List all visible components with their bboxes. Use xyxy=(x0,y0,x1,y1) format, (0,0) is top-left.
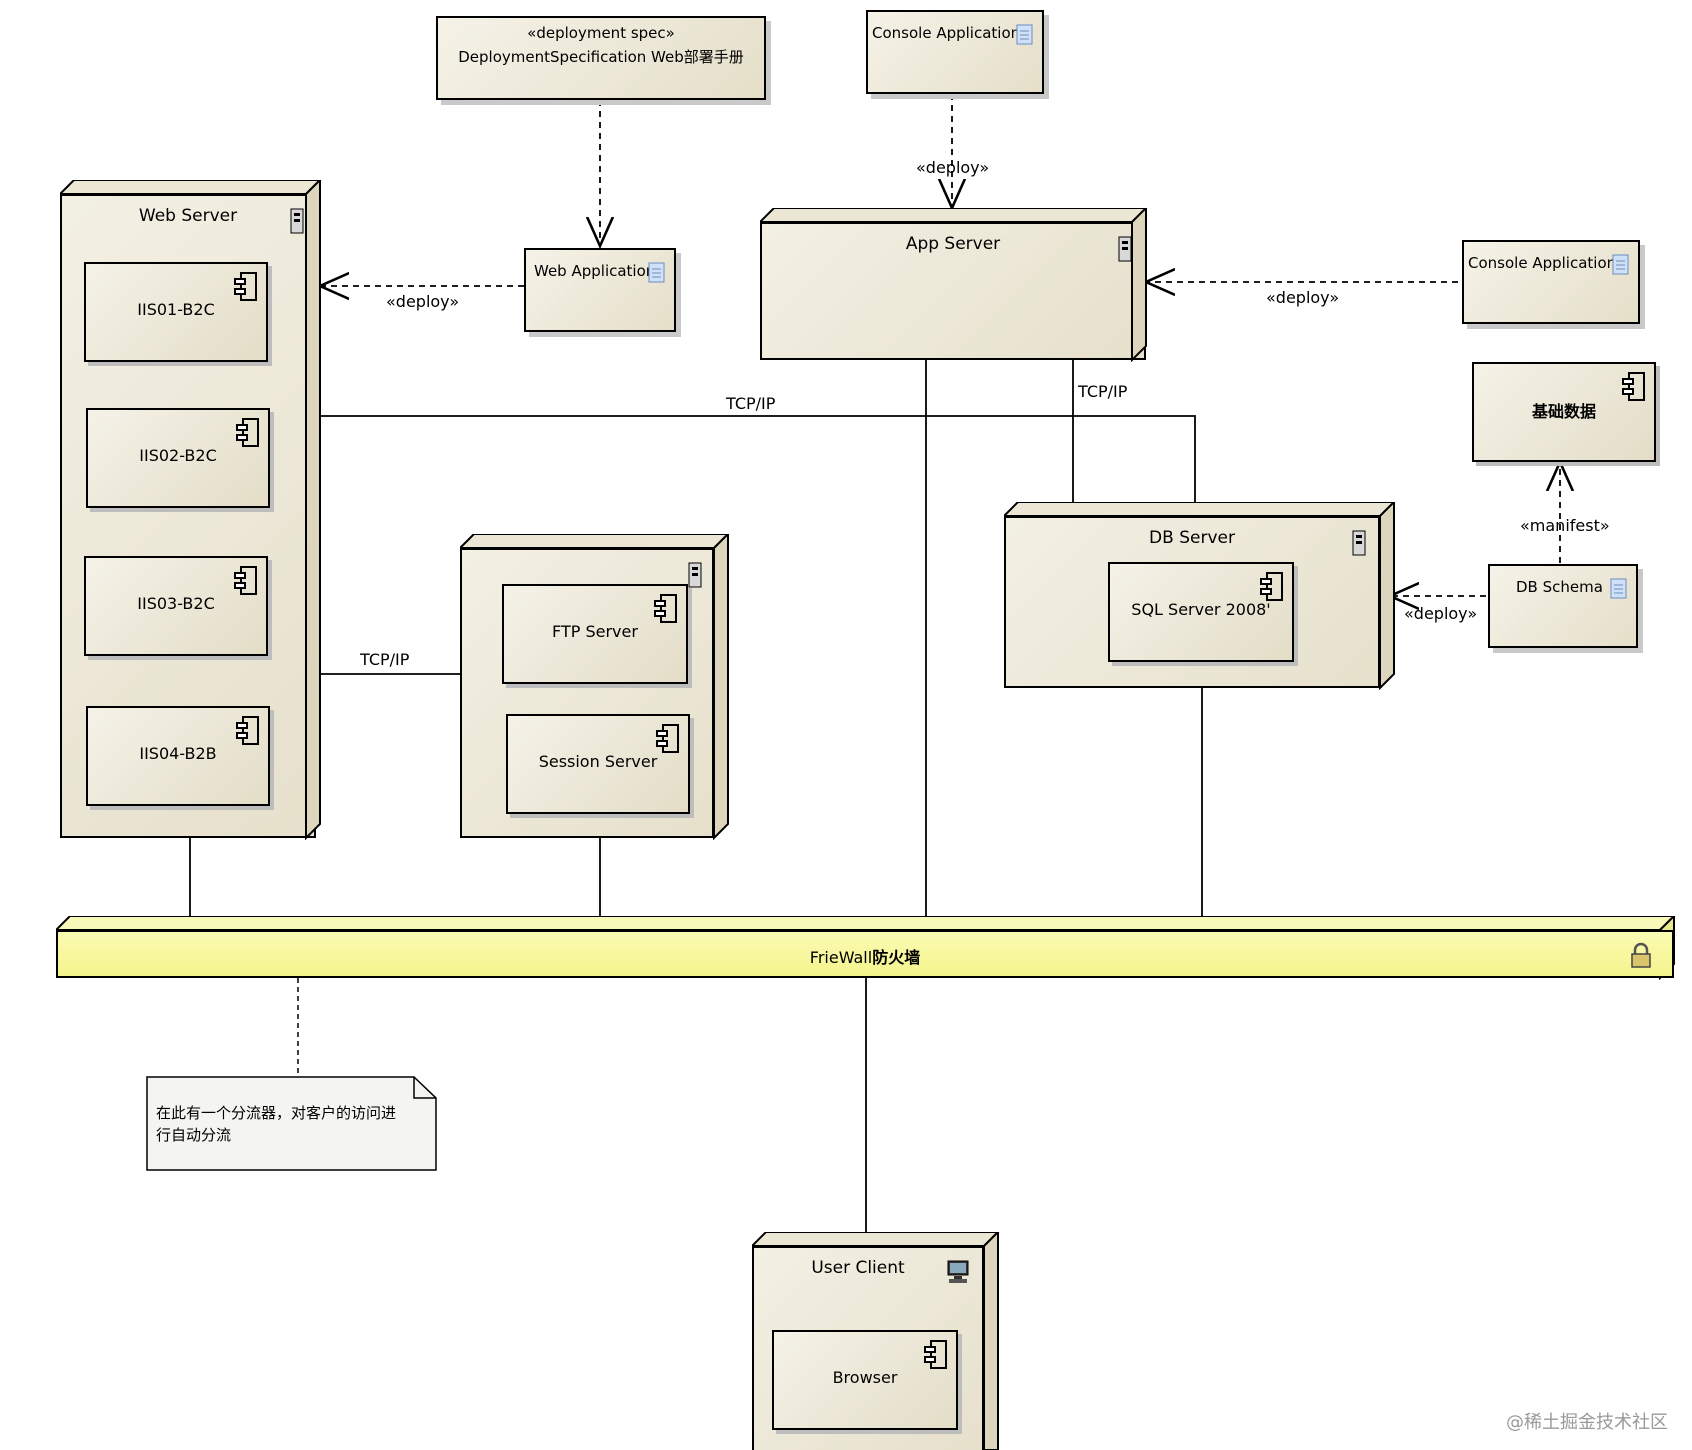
server-icon xyxy=(688,562,702,588)
watermark: @稀土掘金技术社区 xyxy=(1506,1412,1668,1433)
computer-icon xyxy=(947,1260,969,1283)
console-application-top-label: Console Application xyxy=(872,24,1021,42)
component-ftp-server[interactable]: FTP Server xyxy=(502,584,688,684)
tcpip-label-webftp: TCP/IP xyxy=(360,650,410,669)
db-server-title: DB Server xyxy=(1149,528,1235,548)
manifest-label: «manifest» xyxy=(1520,516,1610,535)
firewall-label-en: FrieWall xyxy=(809,948,873,967)
component-icon xyxy=(654,594,677,623)
component-sql-server-label: SQL Server 2008' xyxy=(1131,600,1271,619)
app-server-node[interactable]: App Server xyxy=(760,222,1146,360)
console-application-right[interactable]: Console Application xyxy=(1462,240,1640,324)
component-iis01[interactable]: IIS01-B2C xyxy=(84,262,268,362)
deploy-label-console-right: «deploy» xyxy=(1266,288,1340,307)
db-schema-artifact[interactable]: DB Schema xyxy=(1488,564,1638,648)
console-application-right-label: Console Application xyxy=(1468,254,1617,272)
document-icon xyxy=(1016,24,1033,45)
app-server-3d-edge xyxy=(760,208,1148,362)
component-session-server-label: Session Server xyxy=(538,752,658,771)
document-icon xyxy=(1612,254,1629,275)
component-icon xyxy=(234,566,257,595)
component-icon xyxy=(236,716,259,745)
component-iis04[interactable]: IIS04-B2B xyxy=(86,706,270,806)
component-iis03-label: IIS03-B2C xyxy=(137,594,215,613)
deployment-spec-name: DeploymentSpecification Web部署手册 xyxy=(458,48,744,66)
note-text-line2: 行自动分流 xyxy=(156,1126,232,1144)
document-icon xyxy=(648,262,665,283)
firewall-label-cn: 防火墙 xyxy=(872,948,921,967)
deploy-label-schema: «deploy» xyxy=(1404,604,1478,623)
component-icon xyxy=(234,272,257,301)
deploy-label-console-top: «deploy» xyxy=(916,158,990,177)
server-icon xyxy=(1352,530,1366,556)
component-icon xyxy=(236,418,259,447)
ftp-session-node-3d-edge xyxy=(460,534,730,840)
component-session-server[interactable]: Session Server xyxy=(506,714,690,814)
document-icon xyxy=(1610,578,1627,599)
deployment-spec-artifact[interactable]: «deployment spec» DeploymentSpecificatio… xyxy=(436,16,766,100)
db-schema-label: DB Schema xyxy=(1516,578,1603,596)
component-ftp-server-label: FTP Server xyxy=(552,622,638,641)
tcpip-label-appdb: TCP/IP xyxy=(1078,382,1128,401)
component-browser-label: Browser xyxy=(832,1368,898,1387)
web-application-artifact[interactable]: Web Application xyxy=(524,248,676,332)
deployment-spec-stereotype: «deployment spec» xyxy=(527,24,675,42)
deploy-label-webapp: «deploy» xyxy=(386,292,460,311)
component-icon xyxy=(1622,372,1645,401)
component-icon xyxy=(656,724,679,753)
console-application-top[interactable]: Console Application xyxy=(866,10,1044,94)
component-iis03[interactable]: IIS03-B2C xyxy=(84,556,268,656)
component-iis01-label: IIS01-B2C xyxy=(137,300,215,319)
user-client-3d-edge xyxy=(752,1232,1000,1450)
component-iis04-label: IIS04-B2B xyxy=(139,744,217,763)
firewall-label: FrieWall防火墙 xyxy=(58,944,1672,968)
base-data-label: 基础数据 xyxy=(1531,402,1596,421)
web-server-title: Web Server xyxy=(138,206,238,226)
base-data-component[interactable]: 基础数据 xyxy=(1472,362,1656,462)
lock-icon xyxy=(1631,942,1651,968)
component-iis02-label: IIS02-B2C xyxy=(139,446,217,465)
component-sql-server[interactable]: SQL Server 2008' xyxy=(1108,562,1294,662)
app-server-title: App Server xyxy=(905,234,1001,254)
note-text-line1: 在此有一个分流器，对客户的访问进 xyxy=(156,1104,397,1122)
component-iis02[interactable]: IIS02-B2C xyxy=(86,408,270,508)
web-server-3d-edge xyxy=(60,180,322,840)
web-application-label: Web Application xyxy=(534,262,656,280)
tcpip-webserver-dbserver xyxy=(313,415,1196,502)
tcpip-label-top: TCP/IP xyxy=(726,394,776,413)
web-server-node[interactable]: Web Server IIS01-B2C IIS02-B2C IIS03-B2C… xyxy=(60,194,316,838)
user-client-title: User Client xyxy=(811,1258,905,1278)
server-icon xyxy=(290,208,304,234)
db-server-node[interactable]: DB Server SQL Server 2008' xyxy=(1004,516,1380,688)
component-browser[interactable]: Browser xyxy=(772,1330,958,1430)
ftp-session-node[interactable]: FTP Server Session Server xyxy=(460,548,714,838)
db-server-3d-edge xyxy=(1004,502,1396,690)
firewall-bar[interactable]: FrieWall防火墙 xyxy=(56,930,1674,978)
component-icon xyxy=(924,1340,947,1369)
note-shape xyxy=(146,1076,437,1171)
component-icon xyxy=(1260,572,1283,601)
